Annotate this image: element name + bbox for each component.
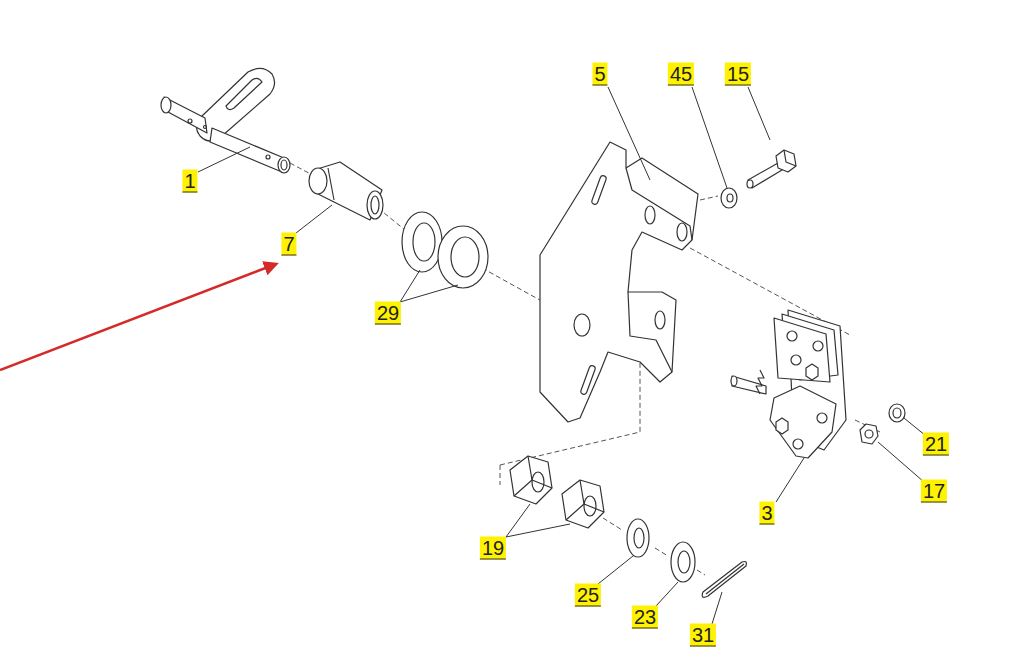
callout-number: 15 — [725, 63, 751, 86]
callout-number: 23 — [632, 606, 658, 629]
callout-number: 5 — [592, 63, 607, 86]
leader-lines — [198, 87, 926, 624]
small-washer-and-nut — [860, 404, 905, 444]
callout-number: 1 — [182, 170, 197, 193]
bolt-and-washer — [721, 150, 796, 208]
pin-part — [161, 68, 290, 173]
callout-number: 19 — [480, 537, 506, 560]
washer-part — [402, 212, 488, 288]
callout-number: 25 — [575, 584, 601, 607]
washers-and-cotter-pin — [627, 519, 747, 597]
callout-number: 7 — [281, 233, 296, 256]
callout-number: 45 — [668, 63, 694, 86]
callout-number: 29 — [375, 302, 401, 325]
nuts — [510, 456, 604, 528]
callout-number: 17 — [921, 480, 947, 503]
callout-number: 3 — [759, 502, 774, 525]
pointer-arrow — [0, 264, 276, 370]
bracket-plate — [540, 142, 698, 422]
callout-number: 21 — [923, 433, 949, 456]
latch-assembly — [731, 310, 846, 458]
callout-number: 31 — [690, 624, 716, 647]
bushing-part — [309, 162, 383, 220]
